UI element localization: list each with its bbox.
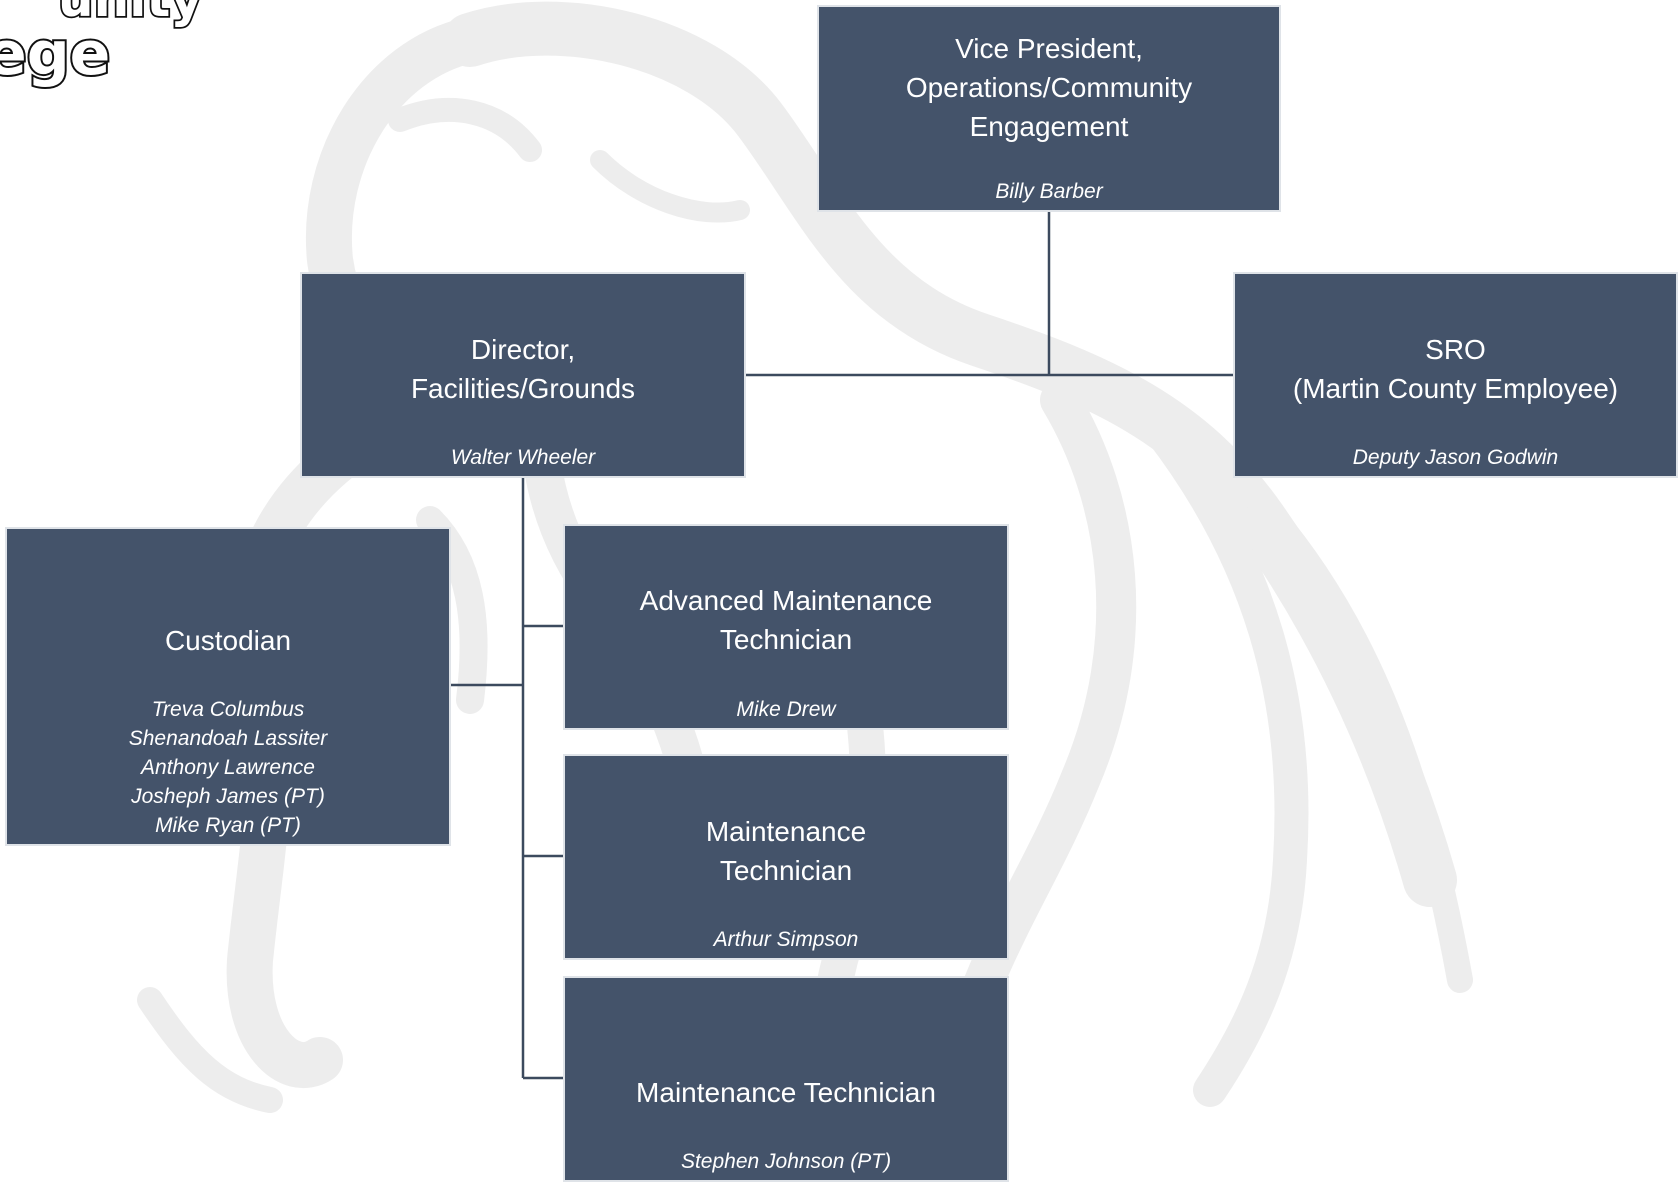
box-names: Arthur Simpson bbox=[573, 925, 999, 954]
box-director-facilities: Director, Facilities/Grounds Walter Whee… bbox=[300, 272, 746, 478]
box-title: Maintenance Technician bbox=[705, 816, 867, 886]
box-title: Maintenance Technician bbox=[636, 1077, 936, 1108]
box-title: Custodian bbox=[164, 625, 292, 656]
box-names: Stephen Johnson (PT) bbox=[573, 1147, 999, 1176]
person-name: Walter Wheeler bbox=[450, 446, 596, 469]
person-name: Billy Barber bbox=[995, 180, 1103, 203]
person-name: Shenandoah Lassiter bbox=[128, 727, 328, 750]
box-names: Billy Barber bbox=[827, 177, 1271, 206]
person-name: Anthony Lawrence bbox=[141, 756, 315, 779]
person-name: Mike Ryan (PT) bbox=[155, 814, 301, 837]
logo-text-line1: unity bbox=[58, 0, 200, 28]
box-maintenance-technician-1: Maintenance Technician Arthur Simpson bbox=[563, 754, 1009, 960]
box-title: Director, Facilities/Grounds bbox=[410, 334, 636, 404]
box-names: Treva Columbus Shenandoah Lassiter Antho… bbox=[15, 695, 441, 840]
box-custodian: Custodian Treva Columbus Shenandoah Lass… bbox=[5, 527, 451, 846]
box-names: Walter Wheeler bbox=[310, 443, 736, 472]
person-name: Treva Columbus bbox=[151, 698, 305, 721]
box-maintenance-technician-2: Maintenance Technician Stephen Johnson (… bbox=[563, 976, 1009, 1182]
person-name: Mike Drew bbox=[736, 698, 836, 721]
box-advanced-maintenance-technician: Advanced Maintenance Technician Mike Dre… bbox=[563, 524, 1009, 730]
box-title: Vice President, Operations/Community Eng… bbox=[905, 33, 1193, 142]
box-vice-president: Vice President, Operations/Community Eng… bbox=[817, 5, 1281, 212]
person-name: Stephen Johnson (PT) bbox=[680, 1150, 892, 1173]
person-name: Josheph James (PT) bbox=[131, 785, 325, 808]
college-logo: unity ege bbox=[0, 0, 200, 91]
box-names: Deputy Jason Godwin bbox=[1243, 443, 1668, 472]
box-title: Advanced Maintenance Technician bbox=[639, 585, 933, 655]
person-name: Deputy Jason Godwin bbox=[1352, 446, 1559, 469]
logo-text-line2: ege bbox=[0, 19, 110, 89]
box-title: SRO (Martin County Employee) bbox=[1292, 334, 1619, 404]
box-sro: SRO (Martin County Employee) Deputy Jaso… bbox=[1233, 272, 1678, 478]
box-names: Mike Drew bbox=[573, 695, 999, 724]
person-name: Arthur Simpson bbox=[713, 928, 859, 951]
